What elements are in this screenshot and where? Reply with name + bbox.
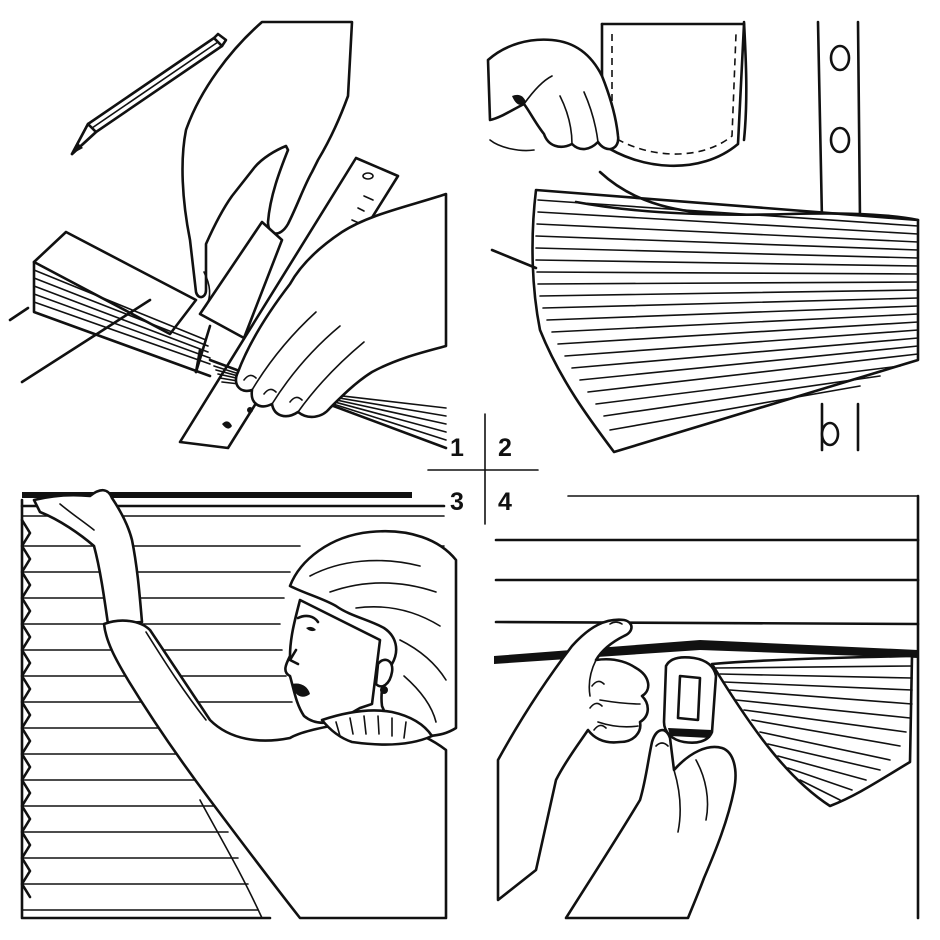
step-labels: 1 2 3 4 bbox=[427, 413, 539, 525]
mounting-bracket bbox=[662, 655, 718, 744]
shirt-button-middle bbox=[829, 126, 851, 154]
shirt-pocket bbox=[600, 22, 746, 168]
step-label-1: 1 bbox=[450, 434, 464, 462]
earring bbox=[380, 686, 388, 694]
pleat-fan-hanging bbox=[710, 654, 914, 808]
step-label-3: 3 bbox=[450, 488, 464, 516]
folded-pleat-stack bbox=[8, 230, 212, 384]
right-hand-on-ruler bbox=[234, 192, 448, 419]
panel-1-measuring-pleats bbox=[8, 20, 448, 450]
step-label-4: 4 bbox=[498, 488, 512, 516]
woman-head bbox=[284, 529, 458, 746]
lower-hand bbox=[564, 728, 737, 920]
blind-pleats bbox=[20, 498, 445, 920]
raised-arm bbox=[32, 488, 144, 626]
pencil-icon bbox=[70, 32, 228, 156]
ear bbox=[374, 658, 394, 688]
panel-3-woman-installing bbox=[20, 488, 458, 920]
pleated-blind-fan bbox=[490, 170, 920, 454]
step-label-2: 2 bbox=[498, 434, 512, 462]
shirt-button-top bbox=[829, 44, 851, 72]
hand-lifting-edge bbox=[486, 38, 620, 152]
upper-hand bbox=[496, 618, 650, 902]
shirt-button-bottom bbox=[820, 421, 840, 447]
left-hand-with-knife bbox=[181, 20, 354, 374]
panel-4-clipping-bracket bbox=[494, 494, 920, 920]
window-frame bbox=[494, 494, 920, 920]
panel-2-blind-under-pocket bbox=[486, 20, 920, 454]
